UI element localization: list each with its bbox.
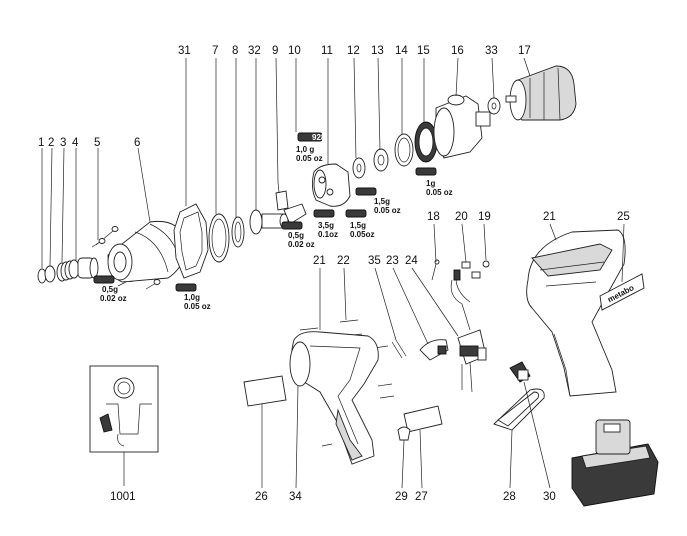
callout-numbers: 1 2 3 4 5 6 31 7 8 32 9 10 11 12 13 14 1… [38, 45, 630, 503]
callout-17: 17 [518, 45, 531, 57]
part-33-washer [487, 97, 501, 115]
callout-18: 18 [427, 211, 440, 223]
grease-tube-text: 928 [312, 133, 326, 142]
svg-text:0.05 oz: 0.05 oz [426, 188, 453, 197]
grease-label-g7: 0,5g 0.02 oz [281, 221, 315, 249]
callout-31: 31 [178, 45, 191, 57]
svg-text:0.05 oz: 0.05 oz [296, 154, 323, 163]
callout-5: 5 [94, 137, 100, 149]
callout-32: 32 [248, 45, 261, 57]
part-18-screw [431, 259, 440, 281]
part-24-switch [450, 269, 487, 393]
part-14-ring [394, 133, 414, 167]
svg-text:1,5g: 1,5g [350, 221, 366, 230]
callout-10: 10 [288, 45, 301, 57]
callout-21-left: 21 [313, 255, 326, 267]
grease-label-g8: 1,0g 0.05 oz [175, 283, 211, 311]
callout-34: 34 [289, 491, 302, 503]
svg-text:0.05oz: 0.05oz [350, 230, 374, 239]
callout-8: 8 [232, 45, 238, 57]
svg-text:0,5g: 0,5g [102, 285, 118, 294]
callout-4: 4 [72, 137, 79, 149]
grease-label-g1: 1,0 g 0.05 oz [296, 145, 323, 163]
callout-3: 3 [60, 137, 66, 149]
grease-label-g3: 1,5g 0.05oz [345, 209, 374, 239]
part-3-spring [56, 259, 80, 282]
part-21-assembled-housing [526, 229, 626, 397]
callout-29: 29 [395, 491, 408, 503]
callout-14: 14 [395, 45, 408, 57]
part-25-brand-plate: metabo [599, 273, 645, 311]
part-26-label [243, 375, 287, 407]
callout-19: 19 [478, 211, 491, 223]
grease-label-g4: 1,5g 0.05 oz [355, 187, 401, 215]
grease-label-g2: 3,5g 0.1oz [313, 209, 338, 239]
part-16-gear-housing [433, 94, 491, 159]
callout-21-right: 21 [543, 211, 556, 223]
callout-15: 15 [417, 45, 430, 57]
part-15-gear-ring [414, 121, 438, 163]
part-28-belt-clip [493, 388, 545, 431]
part-2-ring [44, 265, 56, 283]
callout-11: 11 [321, 45, 333, 57]
grease-label-g5: 1g 0.05 oz [415, 167, 453, 197]
part-20-screws [461, 261, 481, 279]
callout-20: 20 [455, 211, 468, 223]
part-7-ring [208, 213, 230, 263]
callout-1: 1 [38, 137, 44, 149]
svg-text:0.02 oz: 0.02 oz [100, 294, 127, 303]
callout-24: 24 [405, 255, 418, 267]
part-11-hammer [311, 163, 351, 207]
part-17-motor [505, 65, 577, 121]
part-31-gasket [173, 203, 209, 279]
svg-text:0.1oz: 0.1oz [318, 230, 338, 239]
callout-13: 13 [371, 45, 384, 57]
svg-text:0.05 oz: 0.05 oz [184, 302, 211, 311]
part-30-contact [509, 361, 531, 383]
part-9-anvil [249, 181, 307, 235]
part-4-sleeve [77, 257, 99, 279]
part-13-washer [373, 148, 389, 172]
callout-35: 35 [368, 255, 381, 267]
svg-text:0,5g: 0,5g [288, 231, 304, 240]
grease-tube-10: 928 [297, 132, 326, 142]
svg-text:1,0 g: 1,0 g [296, 145, 314, 154]
callout-1001: 1001 [110, 491, 136, 503]
callout-27: 27 [415, 491, 428, 503]
callout-2: 2 [48, 137, 54, 149]
svg-text:3,5g: 3,5g [318, 221, 334, 230]
callout-12: 12 [347, 45, 360, 57]
callout-6: 6 [134, 137, 140, 149]
callout-25: 25 [617, 211, 630, 223]
svg-text:1,0g: 1,0g [184, 293, 200, 302]
callout-9: 9 [272, 45, 278, 57]
svg-text:1g: 1g [426, 179, 435, 188]
callout-33: 33 [485, 45, 498, 57]
part-1001-inset [89, 365, 159, 486]
part-29-ring [397, 426, 411, 441]
callout-28: 28 [503, 491, 516, 503]
callout-7: 7 [212, 45, 218, 57]
callout-26: 26 [255, 491, 268, 503]
callout-23: 23 [386, 255, 399, 267]
svg-text:0.05 oz: 0.05 oz [374, 206, 401, 215]
callout-30: 30 [543, 491, 556, 503]
battery-pack [571, 419, 659, 507]
leader-lines [41, 57, 625, 489]
svg-text:0.02 oz: 0.02 oz [288, 240, 315, 249]
part-35-pin [391, 339, 407, 359]
svg-text:1,5g: 1,5g [374, 197, 390, 206]
part-19-pin [482, 260, 490, 268]
callout-22: 22 [337, 255, 350, 267]
part-12-disc [352, 157, 366, 179]
callout-16: 16 [451, 45, 464, 57]
part-27-label [403, 405, 443, 433]
part-23-lever [419, 339, 449, 361]
grease-label-g6: 0,5g 0.02 oz [93, 275, 127, 303]
part-6-front-housing [107, 220, 186, 283]
part-34-housing-half [289, 331, 379, 465]
part-8-ring [231, 216, 245, 248]
